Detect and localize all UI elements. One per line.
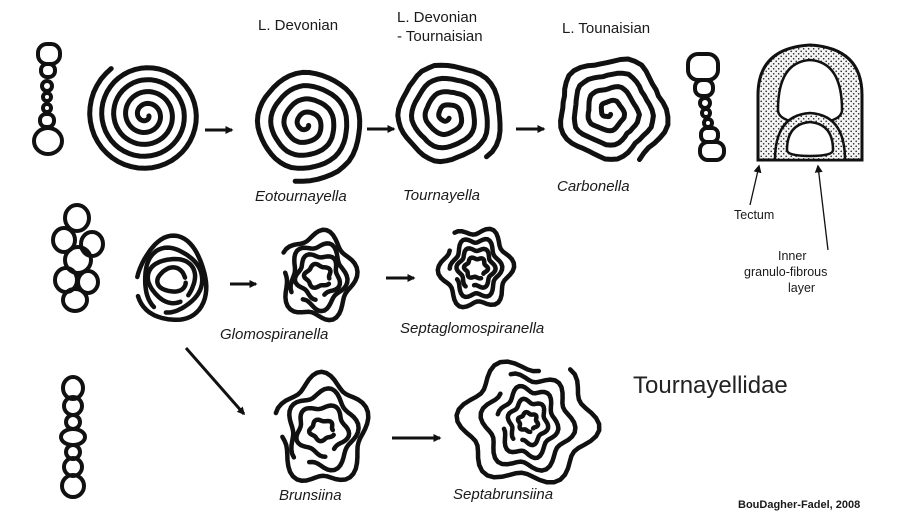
evolution-arrows-middle-row bbox=[184, 274, 416, 416]
wall-label-inner-line2: granulo-fibrous bbox=[744, 265, 828, 279]
glomospiranella-specimen bbox=[281, 227, 360, 323]
genus-label-septabrunsiina: Septabrunsiina bbox=[453, 486, 554, 503]
coil-whorl bbox=[273, 369, 371, 483]
spiral-ancestor-specimen bbox=[87, 65, 199, 171]
wall-label-inner-line1: Inner bbox=[778, 249, 807, 263]
coil-whorl bbox=[447, 236, 505, 300]
section-view-carbonella bbox=[686, 52, 726, 162]
age-label-late-tournaisian: L. Tounaisian bbox=[562, 20, 651, 37]
coil-whorl bbox=[454, 359, 602, 485]
coil-whorl bbox=[495, 383, 561, 461]
coil-whorl bbox=[515, 409, 541, 435]
genus-label-septaglomospiranella: Septaglomospiranella bbox=[400, 320, 545, 337]
coil-whorl bbox=[292, 252, 343, 303]
coil-whorl bbox=[301, 261, 333, 290]
section-view-glomospiranella bbox=[51, 203, 105, 313]
coil-whorl bbox=[505, 396, 551, 448]
wall-label-pointers bbox=[749, 164, 829, 251]
evolution-arrows-top-row bbox=[205, 125, 546, 134]
coil-whorl bbox=[288, 241, 350, 314]
genus-label-brunsiina: Brunsiina bbox=[279, 487, 342, 504]
age-label-devonian-tournaisian-line1: L. Devonian bbox=[397, 9, 478, 26]
septabrunsiina-specimen bbox=[454, 359, 602, 485]
coil-whorl bbox=[281, 227, 360, 323]
coil-whorl bbox=[454, 246, 498, 290]
tournayella-specimen bbox=[395, 62, 503, 165]
coil-whorl bbox=[145, 256, 198, 306]
genus-label-carbonella: Carbonella bbox=[557, 178, 630, 195]
coil-whorl bbox=[306, 417, 336, 444]
family-title: Tournayellidae bbox=[633, 372, 788, 399]
spiral-coil bbox=[395, 62, 503, 165]
section-view-tournayella-group bbox=[32, 42, 64, 156]
brunsiina-specimen bbox=[273, 369, 371, 483]
glomospira-stage-specimen bbox=[135, 233, 209, 323]
wall-structure-diagram bbox=[756, 43, 864, 162]
wall-label-tectum: Tectum bbox=[734, 208, 775, 222]
coil-whorl bbox=[135, 233, 209, 323]
coil-whorl bbox=[461, 255, 491, 281]
genus-label-glomospiranella: Glomospiranella bbox=[220, 326, 329, 343]
spiral-coil bbox=[254, 69, 363, 184]
age-label-late-devonian: L. Devonian bbox=[258, 17, 339, 34]
coil-whorl bbox=[294, 403, 352, 459]
genus-label-eotournayella: Eotournayella bbox=[255, 188, 347, 205]
septaglomospiranella-specimen bbox=[435, 226, 517, 310]
age-label-devonian-tournaisian-line2: - Tournaisian bbox=[397, 28, 483, 45]
coil-whorl bbox=[287, 386, 361, 473]
coil-whorl bbox=[155, 265, 188, 294]
carbonella-specimen bbox=[558, 56, 671, 162]
spiral-coil bbox=[87, 65, 199, 171]
wall-label-inner-line3: layer bbox=[788, 281, 816, 295]
eotournayella-specimen bbox=[254, 69, 363, 184]
genus-label-tournayella: Tournayella bbox=[403, 187, 480, 204]
section-view-brunsiina bbox=[59, 375, 87, 499]
coil-whorl bbox=[142, 245, 205, 315]
coil-whorl bbox=[435, 226, 517, 310]
coil-whorl bbox=[478, 371, 578, 473]
spiral-coil bbox=[558, 56, 671, 162]
credit-text: BouDagher-Fadel, 2008 bbox=[738, 499, 861, 511]
